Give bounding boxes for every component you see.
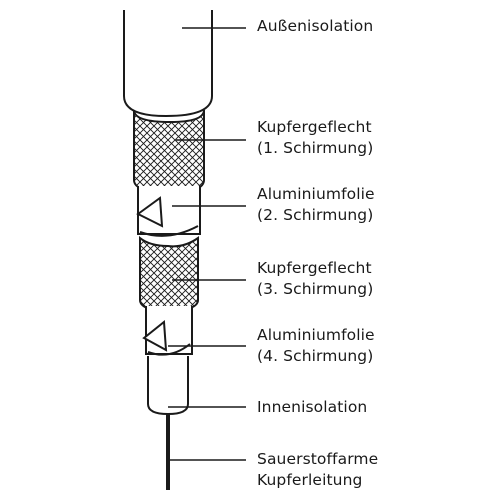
label-copper-conductor: Sauerstoffarme Kupferleitung [257, 449, 378, 491]
label-aluminium-foil-4-line2: (4. Schirmung) [257, 347, 374, 365]
label-aluminium-foil-4: Aluminiumfolie (4. Schirmung) [257, 325, 375, 367]
label-inner-insulation-line1: Innenisolation [257, 398, 368, 416]
label-copper-braid-1-line1: Kupfergeflecht [257, 118, 372, 136]
label-inner-insulation: Innenisolation [257, 397, 367, 418]
label-outer-insulation-line1: Außenisolation [257, 17, 374, 35]
label-aluminium-foil-2-line1: Aluminiumfolie [257, 185, 375, 203]
label-copper-braid-1: Kupfergeflecht (1. Schirmung) [257, 117, 373, 159]
leader-lines [168, 27, 246, 461]
label-copper-conductor-line1: Sauerstoffarme [257, 450, 379, 468]
aluminium-foil-layer-2 [136, 186, 201, 237]
label-aluminium-foil-2-line2: (2. Schirmung) [257, 206, 374, 224]
copper-braid-layer-3 [139, 235, 199, 314]
label-copper-braid-3-line1: Kupfergeflecht [257, 259, 372, 277]
copper-braid-layer-1 [133, 109, 205, 196]
aluminium-foil-layer-4 [142, 306, 193, 356]
label-copper-braid-3-line2: (3. Schirmung) [257, 280, 374, 298]
label-aluminium-foil-4-line1: Aluminiumfolie [257, 326, 375, 344]
label-copper-conductor-line2: Kupferleitung [257, 471, 363, 489]
label-copper-braid-1-line2: (1. Schirmung) [257, 139, 374, 157]
outer-insulation-layer [123, 10, 213, 118]
inner-insulation-layer [147, 356, 189, 416]
label-copper-braid-3: Kupfergeflecht (3. Schirmung) [257, 258, 373, 300]
label-aluminium-foil-2: Aluminiumfolie (2. Schirmung) [257, 184, 375, 226]
label-outer-insulation: Außenisolation [257, 16, 373, 37]
